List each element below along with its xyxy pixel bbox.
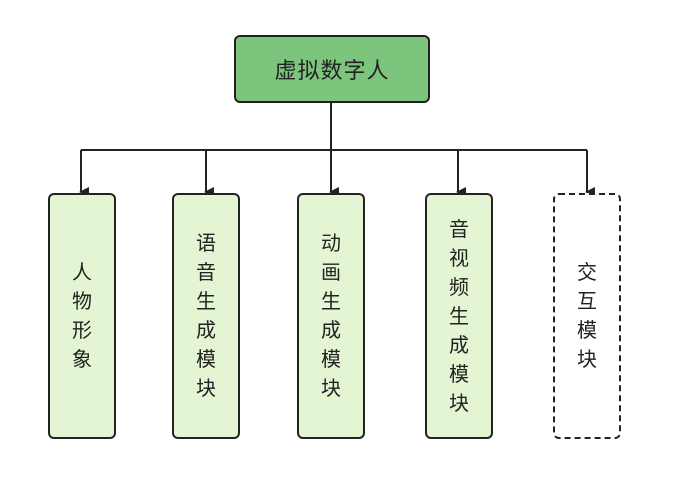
child-node-label: 动画生成模块 [321,231,341,400]
child-node-interaction: 交互模块 [553,193,621,439]
root-node: 虚拟数字人 [234,35,430,103]
child-node-speech-generation: 语音生成模块 [172,193,240,439]
child-node-label: 交互模块 [577,260,597,371]
root-node-label: 虚拟数字人 [274,59,390,84]
child-node-label: 音视频生成模块 [449,216,469,415]
child-node-audio-video-generation: 音视频生成模块 [425,193,493,439]
child-node-animation-generation: 动画生成模块 [297,193,365,439]
child-node-character-image: 人物形象 [48,193,116,439]
child-node-label: 语音生成模块 [196,231,216,400]
child-node-label: 人物形象 [72,260,92,371]
